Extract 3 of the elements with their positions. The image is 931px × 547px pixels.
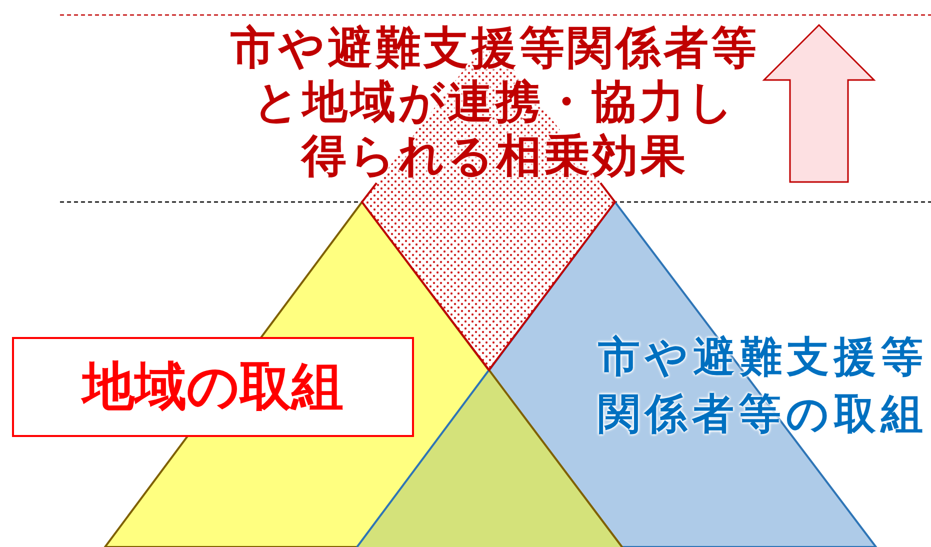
heading-text: 市や避難支援等関係者等と地域が連携・協力し得られる相乗効果: [230, 21, 760, 183]
label-box: 地域の取組: [12, 337, 414, 437]
caption-text: 市や避難支援等関係者等の取組: [598, 331, 929, 440]
